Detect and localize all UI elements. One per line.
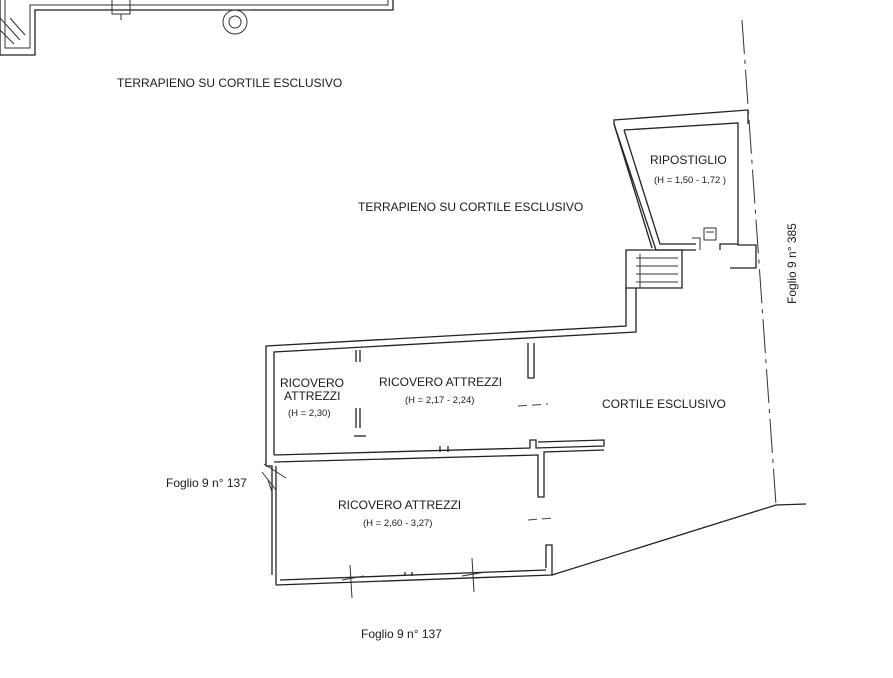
ricovero-large-height-label: (H = 2,60 - 3,27)	[363, 518, 432, 529]
ricovero-small-label-line1: RICOVERO	[280, 376, 344, 390]
ripostiglio-height-label: (H = 1,50 - 1,72 )	[654, 175, 726, 186]
ricovero-mid-label: RICOVERO ATTREZZI	[379, 375, 502, 389]
foglio-left-label: Foglio 9 n° 137	[166, 476, 247, 490]
foglio-right-label: Foglio 9 n° 385	[785, 223, 799, 304]
ricovero-large-label: RICOVERO ATTREZZI	[338, 498, 461, 512]
labels: TERRAPIENO SU CORTILE ESCLUSIVO TERRAPIE…	[117, 76, 799, 641]
shed-walls	[265, 343, 605, 586]
ripostiglio-label: RIPOSTIGLIO	[650, 153, 727, 167]
cortile-label: CORTILE ESCLUSIVO	[602, 397, 726, 411]
ricovero-small-label-line2: ATTREZZI	[284, 389, 340, 403]
terrapieno-label-top: TERRAPIENO SU CORTILE ESCLUSIVO	[117, 76, 342, 90]
stair	[625, 227, 717, 289]
property-boundaries	[261, 19, 807, 599]
terrapieno-label-mid: TERRAPIENO SU CORTILE ESCLUSIVO	[358, 200, 583, 214]
ricovero-mid-height-label: (H = 2,17 - 2,24)	[405, 395, 474, 406]
foglio-bottom-label: Foglio 9 n° 137	[361, 627, 442, 641]
connecting-wall	[265, 288, 637, 460]
ricovero-small-height-label: (H = 2,30)	[288, 408, 331, 419]
ripostiglio-walls	[613, 109, 757, 269]
upper-building-fragment	[0, 0, 394, 56]
